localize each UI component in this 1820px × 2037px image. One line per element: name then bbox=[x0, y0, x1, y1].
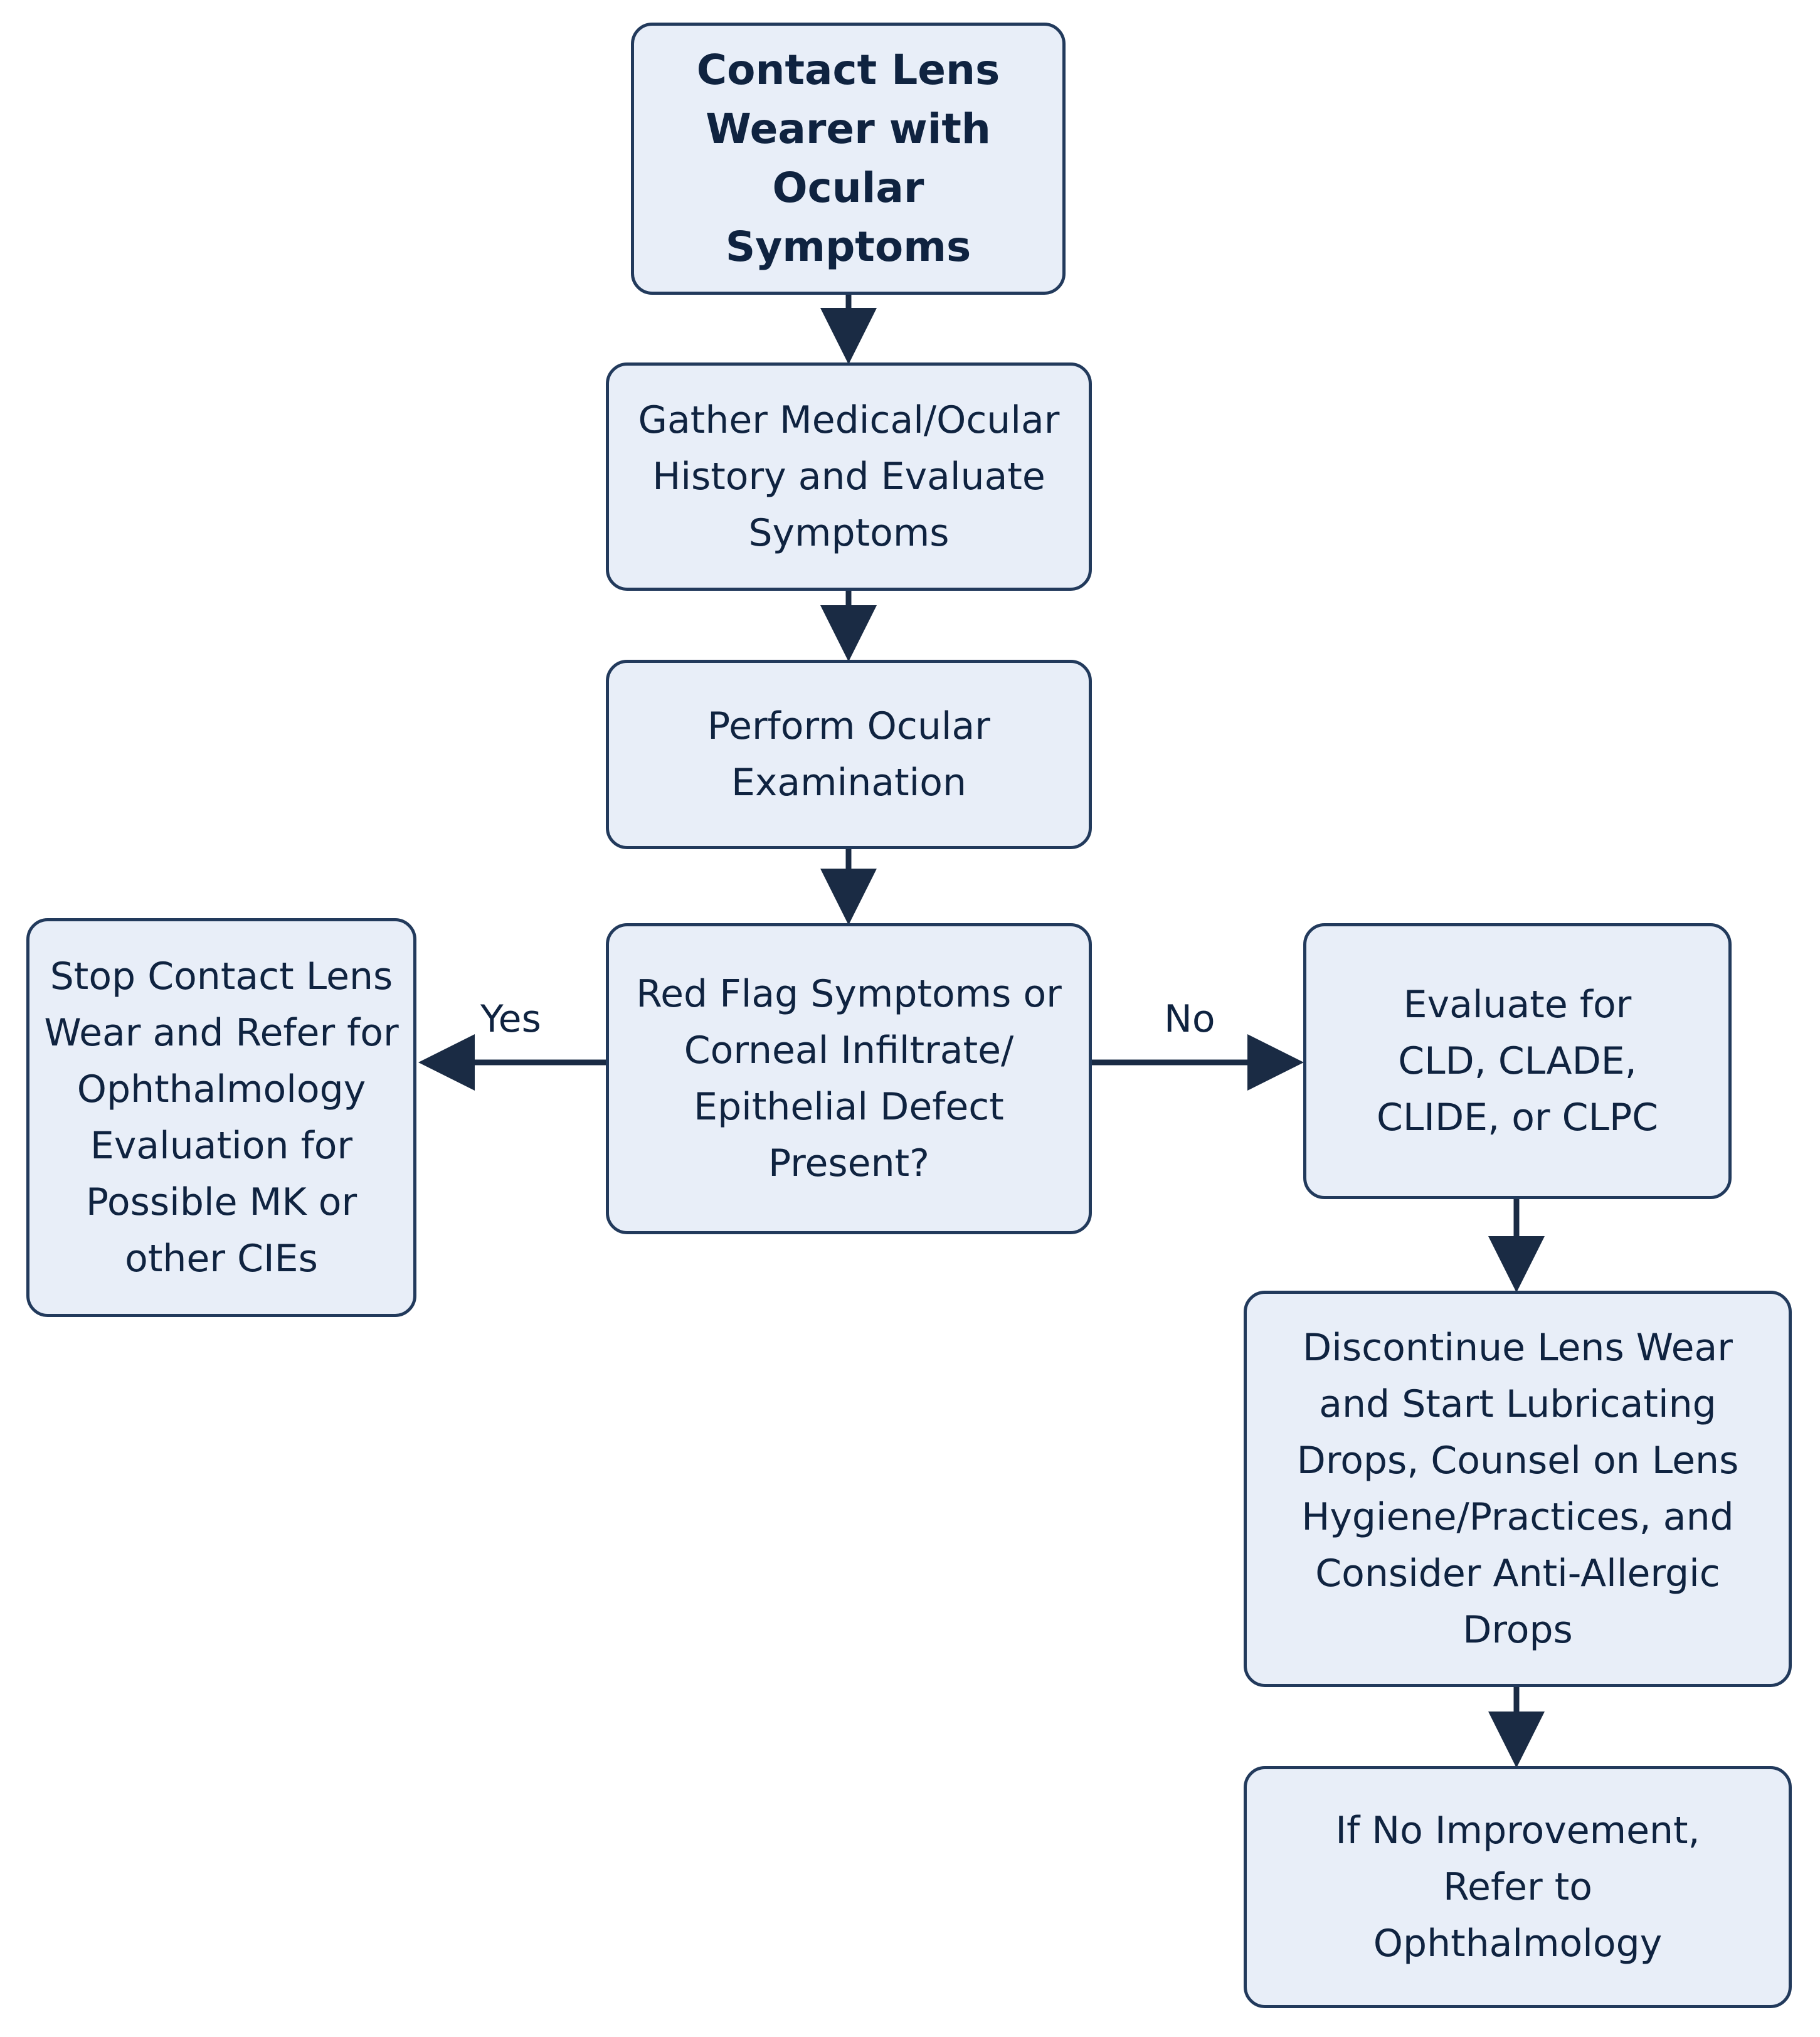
node-red-flag-decision-label: Red Flag Symptoms or Corneal Infiltrate/… bbox=[636, 972, 1062, 1185]
node-red-flag-decision: Red Flag Symptoms or Corneal Infiltrate/… bbox=[606, 923, 1092, 1234]
node-evaluate-cld: Evaluate for CLD, CLADE, CLIDE, or CLPC bbox=[1303, 923, 1732, 1199]
edge-label-yes: Yes bbox=[480, 997, 541, 1041]
node-start-label: Contact Lens Wearer with Ocular Symptoms bbox=[696, 46, 1000, 271]
node-gather-history: Gather Medical/Ocular History and Evalua… bbox=[606, 362, 1092, 591]
node-evaluate-cld-label: Evaluate for CLD, CLADE, CLIDE, or CLPC bbox=[1376, 983, 1659, 1140]
node-gather-history-label: Gather Medical/Ocular History and Evalua… bbox=[638, 398, 1060, 555]
edge-label-no: No bbox=[1164, 997, 1215, 1041]
node-no-improvement-label: If No Improvement, Refer to Ophthalmolog… bbox=[1335, 1809, 1700, 1966]
node-discontinue-wear-label: Discontinue Lens Wear and Start Lubricat… bbox=[1296, 1326, 1739, 1652]
node-ocular-exam: Perform Ocular Examination bbox=[606, 660, 1092, 849]
node-no-improvement: If No Improvement, Refer to Ophthalmolog… bbox=[1244, 1766, 1792, 2008]
node-refer-ophthalmology: Stop Contact Lens Wear and Refer for Oph… bbox=[26, 918, 416, 1317]
node-refer-ophthalmology-label: Stop Contact Lens Wear and Refer for Oph… bbox=[44, 955, 399, 1281]
node-discontinue-wear: Discontinue Lens Wear and Start Lubricat… bbox=[1244, 1291, 1792, 1687]
node-start: Contact Lens Wearer with Ocular Symptoms bbox=[631, 23, 1066, 295]
node-ocular-exam-label: Perform Ocular Examination bbox=[707, 704, 990, 805]
